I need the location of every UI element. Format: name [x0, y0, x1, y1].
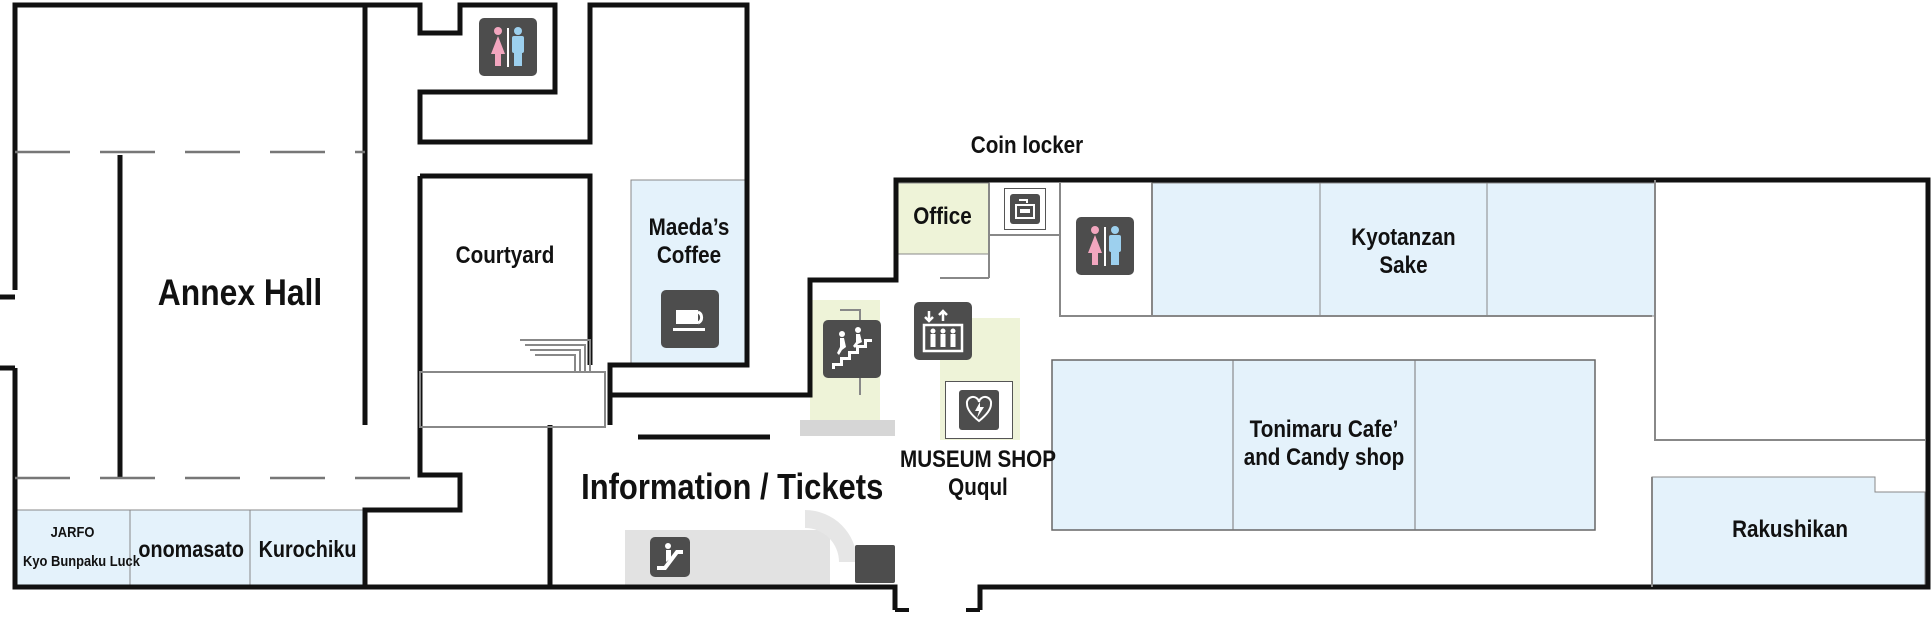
- label-kyo-bunpaku-luck: Kyo Bunpaku Luck: [23, 553, 140, 570]
- kyotanzan-sake-room[interactable]: [1151, 182, 1656, 317]
- label-kurochiku: Kurochiku: [258, 536, 357, 562]
- label-kyotanzan-sake: Kyotanzan Sake: [1351, 224, 1456, 279]
- tonimaru-cafe-room[interactable]: [1051, 359, 1596, 531]
- elevator-icon[interactable]: [914, 302, 972, 360]
- label-information-tickets: Information / Tickets: [581, 466, 884, 507]
- coffee-cup-icon[interactable]: [661, 290, 719, 348]
- label-jarfo: JARFO: [50, 524, 95, 541]
- label-museum-shop: MUSEUM SHOP Ququl: [900, 446, 1056, 501]
- shop-row-room[interactable]: [14, 509, 366, 588]
- label-courtyard: Courtyard: [455, 242, 555, 269]
- restroom-icon[interactable]: [479, 18, 537, 76]
- info-counter-icon: [855, 545, 895, 583]
- label-tonimaru-cafe: Tonimaru Cafe’ and Candy shop: [1243, 416, 1405, 471]
- label-coin-locker: Coin locker: [970, 132, 1084, 159]
- label-office: Office: [913, 203, 972, 230]
- label-annex-hall: Annex Hall: [157, 272, 323, 313]
- dashed-lines: [15, 150, 420, 480]
- stairs-icon[interactable]: [823, 320, 881, 378]
- office-room[interactable]: [895, 182, 990, 255]
- label-rakushikan: Rakushikan: [1732, 516, 1848, 543]
- locker-icon[interactable]: [1004, 188, 1046, 230]
- label-maedas-coffee: Maeda’s Coffee: [648, 214, 730, 269]
- escalator-icon[interactable]: [650, 537, 690, 577]
- aed-icon[interactable]: [945, 381, 1013, 439]
- label-onomasato: onomasato: [138, 536, 244, 562]
- restroom-icon[interactable]: [1076, 217, 1134, 275]
- interior-lines: [419, 180, 1925, 587]
